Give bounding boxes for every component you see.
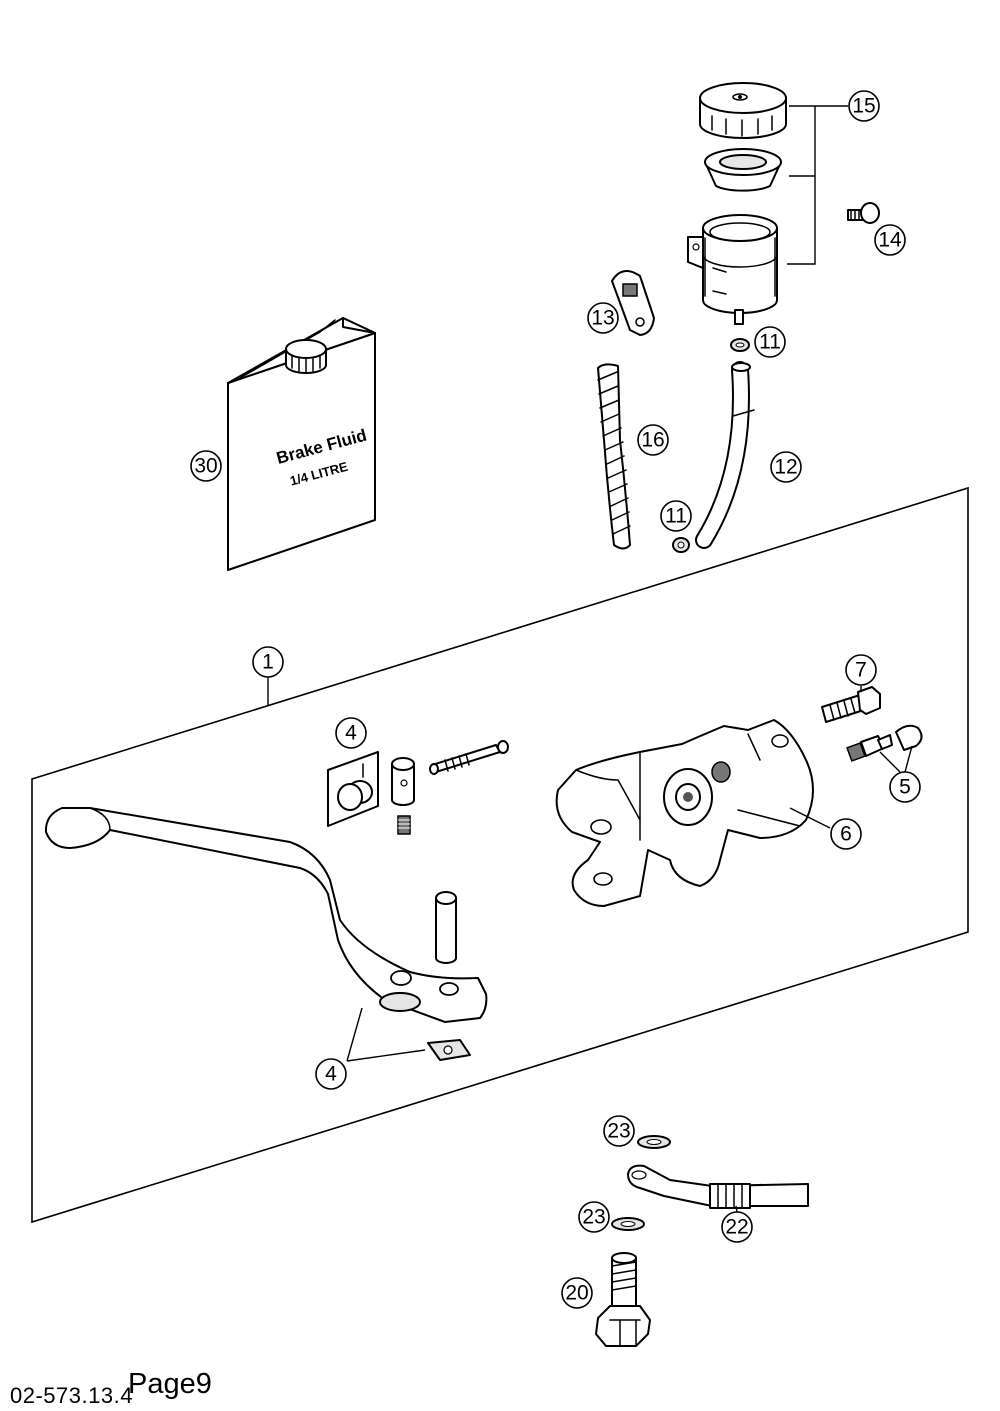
page-footer: 02-573.13.4 Page9 [10,1368,270,1410]
hose-clamp-top [730,338,750,352]
svg-text:15: 15 [852,95,875,118]
leader-5 [879,745,913,773]
callout-14: 14 [874,224,906,256]
svg-text:4: 4 [345,722,357,745]
seal-ring-lower [611,1217,645,1231]
reservoir-hose-12 [695,361,755,549]
reservoir-body [687,214,778,325]
callout-11-bottom: 11 [660,500,692,532]
svg-text:1: 1 [262,651,274,674]
callout-6: 6 [830,818,862,850]
svg-text:23: 23 [607,1120,630,1143]
page-number: Page9 [128,1368,212,1400]
push-rod [429,740,509,775]
reservoir-cap [699,82,787,139]
seal-ring-upper [637,1135,671,1149]
svg-text:20: 20 [565,1282,588,1305]
hose-clamp-bottom [672,537,690,553]
callout-7: 7 [845,654,877,686]
svg-text:6: 6 [840,823,852,846]
document-code: 02-573.13.4 [10,1383,133,1408]
callout-23-lower: 23 [578,1201,610,1233]
svg-text:12: 12 [774,456,797,479]
screw-14 [847,202,880,224]
adjuster-knob-assembly [327,751,415,835]
reservoir-diaphragm [704,148,782,192]
callout-22: 22 [721,1211,753,1243]
leader-4-lower [346,1007,426,1062]
svg-text:22: 22 [725,1216,748,1239]
svg-text:13: 13 [591,307,614,330]
svg-text:5: 5 [899,776,911,799]
callout-15: 15 [848,90,880,122]
svg-text:4: 4 [325,1063,337,1086]
brake-fluid-can: Brake Fluid 1/4 LITRE [227,317,376,571]
bleeder-valve-5 [846,724,923,762]
callout-13: 13 [587,302,619,334]
callout-20: 20 [561,1277,593,1309]
assembly-frame [31,486,969,1224]
brake-lever [44,807,488,1023]
svg-text:7: 7 [855,659,867,682]
banjo-bolt-20 [595,1252,651,1347]
svg-text:11: 11 [759,331,781,354]
callout-11-top: 11 [754,326,786,358]
bracket-15 [787,105,848,265]
callout-12: 12 [770,451,802,483]
spiral-sleeve-16 [597,363,631,550]
callout-4-upper: 4 [335,717,367,749]
callout-4-lower: 4 [315,1058,347,1090]
brake-line-22 [627,1164,809,1209]
callout-1: 1 [252,646,284,678]
svg-text:30: 30 [194,455,217,478]
leader-22 [735,1205,738,1213]
svg-text:23: 23 [582,1206,605,1229]
svg-text:11: 11 [665,505,687,528]
callout-30: 30 [190,450,222,482]
callout-5: 5 [889,771,921,803]
master-cylinder-housing [555,719,814,907]
bracket-13 [611,270,655,336]
callout-16: 16 [637,424,669,456]
lever-nut-plate [427,1039,471,1061]
pivot-pin [435,891,457,964]
svg-text:16: 16 [641,429,664,452]
callout-23-upper: 23 [603,1115,635,1147]
bolt-7 [821,686,881,723]
svg-text:14: 14 [878,229,902,252]
leader-6 [789,807,831,829]
